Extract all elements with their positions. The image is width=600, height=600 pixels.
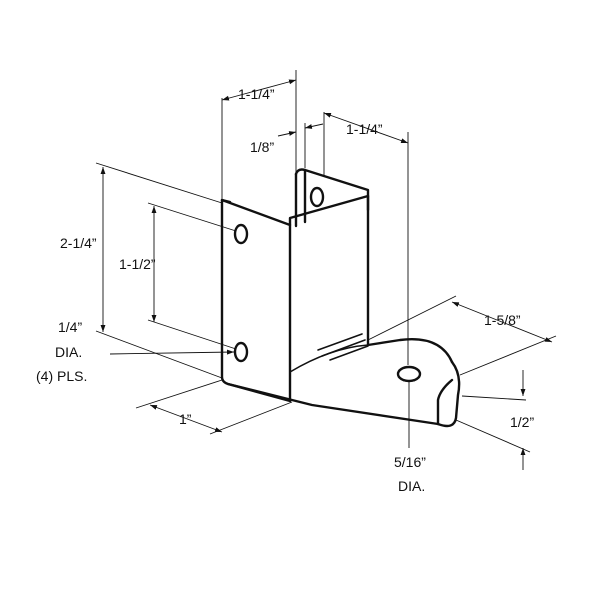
label-hole-spacing: 1-1/2” (119, 256, 156, 272)
label-foot-height: 1/2” (510, 414, 534, 430)
base-bottom (226, 382, 440, 426)
label-thickness: 1/8” (250, 139, 274, 155)
front-flange-edge (220, 198, 232, 204)
bracket-outline (220, 168, 461, 428)
rear-hole (309, 186, 325, 208)
foot-fillet (289, 344, 369, 373)
fillet-shade-1 (317, 333, 363, 351)
fillet-shade-2 (321, 339, 366, 357)
fillet-shade-3 (329, 345, 369, 361)
foot-side (436, 378, 454, 426)
foot-top-surface (366, 338, 454, 364)
label-base-depth: 1” (179, 411, 192, 427)
holes (233, 186, 422, 383)
channel-top-edge (288, 194, 370, 227)
label-hole-count: (4) PLS. (36, 368, 87, 384)
label-hole-dia: DIA. (55, 344, 82, 360)
dimension-labels: 1-1/4” 1/8” 1-1/4” 2-1/4” 1-1/2” 1/4” DI… (36, 86, 534, 494)
front-hole-lower (233, 341, 249, 363)
label-foot-length: 1-5/8” (484, 312, 521, 328)
dimension-lines (95, 70, 557, 470)
label-foot-hole-size: 5/16” (394, 454, 426, 470)
label-overall-height: 2-1/4” (60, 235, 97, 251)
rear-flange-top (294, 168, 370, 198)
foot-end (436, 360, 461, 428)
label-top-width-a: 1-1/4” (238, 86, 275, 102)
foot-hole (396, 365, 422, 383)
label-top-width-b: 1-1/4” (346, 121, 383, 137)
label-foot-hole-dia: DIA. (398, 478, 425, 494)
label-hole-dia-size: 1/4” (58, 319, 82, 335)
front-hole-upper (233, 223, 249, 245)
